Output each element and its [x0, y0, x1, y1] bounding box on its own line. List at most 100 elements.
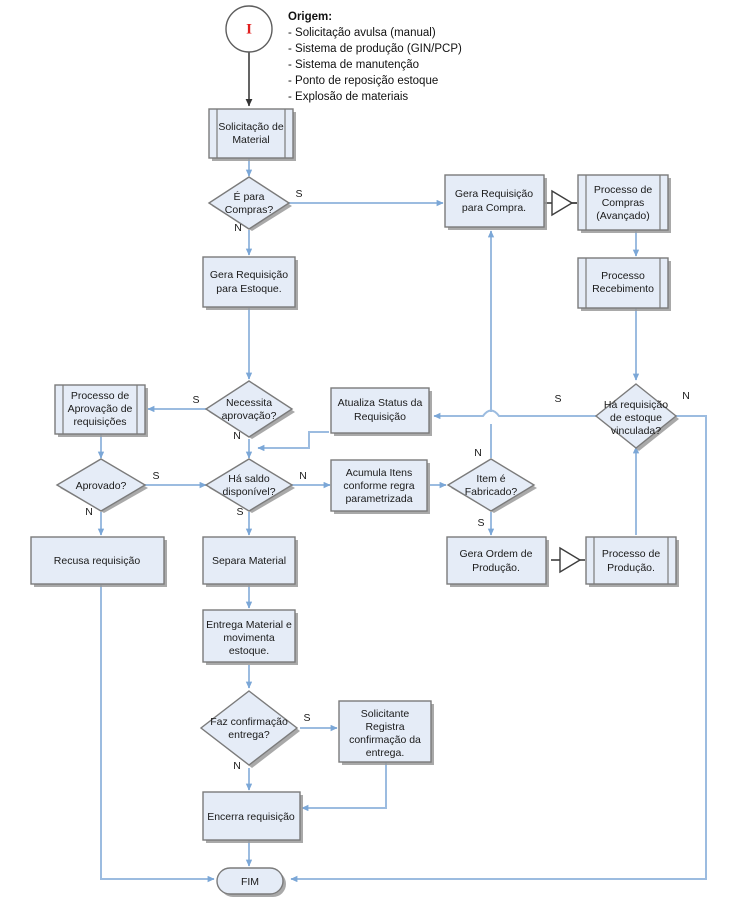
edge-label-fabricado-n: N — [474, 447, 482, 459]
edge-label-confirmacao-s: S — [303, 712, 310, 724]
origem-item: - Solicitação avulsa (manual) — [288, 27, 436, 39]
node-gera-req-estoque[interactable]: Gera Requisição para Estoque. — [202, 256, 298, 310]
node-label-line: Fabricado? — [465, 486, 518, 498]
node-label-line: vinculada? — [611, 425, 661, 437]
origem-item: - Ponto de reposição estoque — [288, 75, 438, 87]
node-processo-aprovacao[interactable]: Processo de Aprovação de requisições — [54, 384, 148, 437]
node-recusa-requisicao[interactable]: Recusa requisição — [30, 536, 167, 587]
node-label-line: Necessita — [226, 397, 272, 409]
node-encerra-requisicao[interactable]: Encerra requisição — [202, 791, 303, 843]
node-entrega-material[interactable]: Entrega Material e movimenta estoque. — [202, 609, 298, 665]
edge-recusa-to-fim — [100, 585, 215, 883]
node-aprovado[interactable]: Aprovado? — [55, 458, 148, 513]
node-label-line: Solicitante — [361, 708, 410, 720]
node-label-line: Gera Requisição — [455, 188, 533, 200]
node-label-line: Requisição — [354, 411, 406, 423]
node-ha-requisicao-estoque[interactable]: Há requisição de estoque vinculada? — [594, 383, 679, 451]
origem-note: Origem: - Solicitação avulsa (manual) - … — [288, 11, 462, 103]
node-label-line: para Compra. — [462, 202, 526, 214]
start-label: I — [246, 21, 252, 37]
node-processo-compras[interactable]: Processo de Compras (Avançado) — [577, 174, 671, 233]
edge-label-saldo-s: S — [236, 506, 243, 518]
node-label-line: requisições — [73, 416, 126, 428]
node-label-line: Produção. — [472, 562, 520, 574]
origem-item: - Sistema de manutenção — [288, 59, 419, 71]
edge-solicitante-to-encerra — [301, 762, 387, 812]
node-label-line: aprovação? — [222, 410, 277, 422]
node-label-line: Encerra requisição — [207, 811, 295, 823]
node-label-line: Processo de — [602, 548, 661, 560]
node-label-line: Atualiza Status da — [338, 397, 423, 409]
node-label-line: conforme regra — [343, 480, 414, 492]
node-label-line: Acumula Itens — [346, 467, 413, 479]
connectors — [97, 52, 707, 883]
node-fim[interactable]: FIM — [216, 867, 286, 897]
node-processo-recebimento[interactable]: Processo Recebimento — [577, 257, 671, 311]
node-label-line: Entrega Material e — [206, 619, 292, 631]
edge-atualiza-to-necessita-n — [257, 431, 329, 452]
node-label-line: parametrizada — [345, 493, 412, 505]
node-processo-producao[interactable]: Processo de Produção. — [585, 536, 679, 587]
node-label-line: estoque. — [229, 645, 269, 657]
node-atualiza-status[interactable]: Atualiza Status da Requisição — [330, 387, 432, 436]
node-label-line: Compras — [602, 197, 645, 209]
node-label-line: Há requisição — [604, 399, 668, 411]
node-label-line: Há saldo — [228, 473, 270, 485]
node-gera-req-compra[interactable]: Gera Requisição para Compra. — [444, 174, 547, 230]
edge-label-requisicao-n: N — [682, 390, 690, 402]
node-label-fim: FIM — [241, 876, 259, 888]
edge-label-compras-s: S — [295, 188, 302, 200]
connector-triangle-producao — [559, 546, 582, 574]
node-label-line: Processo de — [594, 184, 653, 196]
node-label-line: de estoque — [610, 412, 662, 424]
edge-label-aprovacao-n: N — [233, 430, 241, 442]
node-label-line: Compras? — [225, 204, 274, 216]
node-label-line: Material — [232, 134, 269, 146]
edge-label-aprovado-s: S — [152, 470, 159, 482]
edge-label-aprovacao-s: S — [192, 394, 199, 406]
node-label-line: Aprovação de — [68, 403, 133, 415]
node-ha-saldo[interactable]: Há saldo disponível? — [204, 458, 295, 513]
node-item-fabricado[interactable]: Item é Fabricado? — [446, 458, 537, 513]
node-label-line: Registra — [365, 721, 404, 733]
node-label-line: Separa Material — [212, 555, 286, 567]
edge-label-requisicao-s: S — [554, 393, 561, 405]
node-label-line: movimenta — [223, 632, 275, 644]
edge-label-confirmacao-n: N — [233, 760, 241, 772]
node-e-para-compras[interactable]: É para Compras? — [207, 176, 292, 231]
node-label-line: para Estoque. — [216, 283, 281, 295]
origem-item: - Explosão de materiais — [288, 91, 408, 103]
node-label-line: Recusa requisição — [54, 555, 141, 567]
node-label-line: É para — [234, 190, 265, 203]
node-label-line: Processo de — [71, 390, 130, 402]
node-label-line: Faz confirmação — [210, 716, 288, 728]
edge-label-aprovado-n: N — [85, 506, 93, 518]
node-label-line: Processo — [601, 270, 645, 282]
node-label-line: confirmação da — [349, 734, 421, 746]
node-start[interactable]: I — [225, 5, 273, 53]
node-solicitacao-material[interactable]: Solicitação de Material — [208, 108, 296, 161]
node-solicitante-registra[interactable]: Solicitante Registra confirmação da entr… — [338, 700, 434, 765]
edge-harequisicao-s-to-atualiza — [433, 409, 596, 420]
node-label-line: entrega? — [228, 729, 270, 741]
node-label-line: Item é — [476, 473, 505, 485]
node-label-line: disponível? — [222, 486, 275, 498]
node-label-line: Gera Ordem de — [460, 548, 533, 560]
connector-triangle-compras — [551, 189, 574, 217]
node-separa-material[interactable]: Separa Material — [202, 536, 298, 587]
node-faz-confirmacao[interactable]: Faz confirmação entrega? — [199, 690, 300, 768]
node-acumula-itens[interactable]: Acumula Itens conforme regra parametriza… — [330, 459, 430, 514]
origem-heading: Origem: — [288, 11, 332, 23]
node-label-line: Solicitação de — [218, 121, 284, 133]
origem-item: - Sistema de produção (GIN/PCP) — [288, 43, 462, 55]
node-label-line: Recebimento — [592, 283, 654, 295]
node-label-line: entrega. — [366, 747, 405, 759]
node-label-line: Produção. — [607, 562, 655, 574]
node-label-line: Gera Requisição — [210, 269, 288, 281]
edge-label-fabricado-s: S — [477, 517, 484, 529]
node-gera-ordem-producao[interactable]: Gera Ordem de Produção. — [446, 536, 549, 587]
node-necessita-aprovacao[interactable]: Necessita aprovação? — [204, 380, 295, 439]
node-label-line: Aprovado? — [76, 480, 127, 492]
